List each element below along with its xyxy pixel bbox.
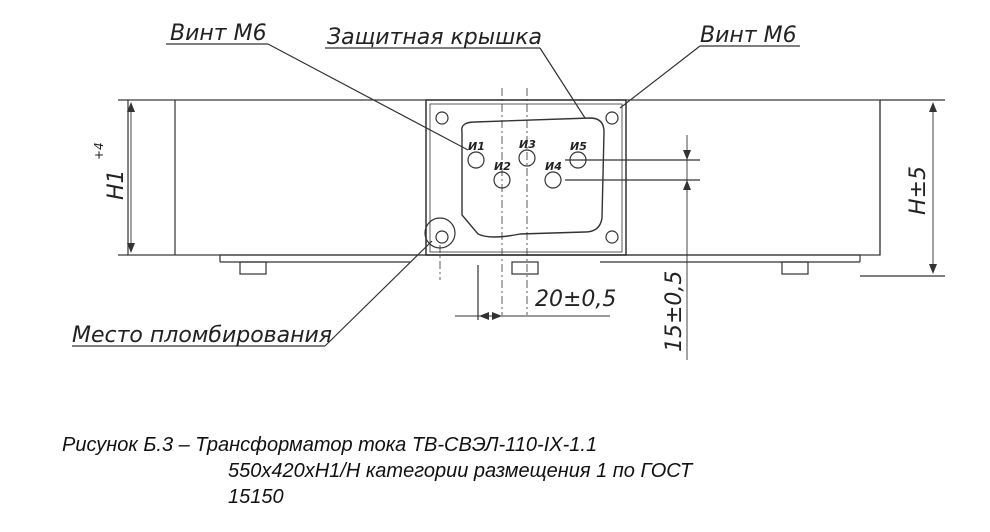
terminal-stud (544, 171, 562, 189)
technical-drawing: Винт М6 Защитная крышка Винт М6 Место пл… (72, 21, 945, 360)
terminal-stud (467, 151, 485, 169)
terminal-label: И4 (545, 160, 562, 173)
dim-spacing: 20±0,5 (535, 287, 616, 312)
caption-line: Рисунок Б.3 – Трансформатор тока ТВ-СВЭЛ… (62, 434, 598, 456)
dim-offset: 15±0,5 (662, 271, 687, 352)
dim-h1: H1 (104, 169, 129, 200)
callout-cover: Защитная крышка (327, 25, 542, 50)
terminal-label: И5 (570, 140, 587, 153)
dim-h: H±5 (906, 166, 931, 215)
protective-cover (461, 117, 605, 238)
callout-screw-right: Винт М6 (700, 23, 797, 48)
terminal-stud (518, 149, 536, 167)
callout-screw-left: Винт М6 (170, 21, 267, 46)
housing-outline (127, 99, 881, 256)
terminal-label: И3 (519, 138, 536, 151)
callout-seal: Место пломбирования (72, 323, 332, 348)
terminal-label: И2 (494, 160, 511, 173)
caption-line: 15150 (228, 486, 284, 508)
terminal-box (425, 99, 627, 256)
figure-caption: Рисунок Б.3 – Трансформатор тока ТВ-СВЭЛ… (62, 432, 692, 510)
terminal-label: И1 (468, 140, 485, 153)
dim-h1-tol: +4 (92, 142, 106, 160)
caption-line: 550х420хН1/Н категории размещения 1 по Г… (228, 460, 693, 482)
